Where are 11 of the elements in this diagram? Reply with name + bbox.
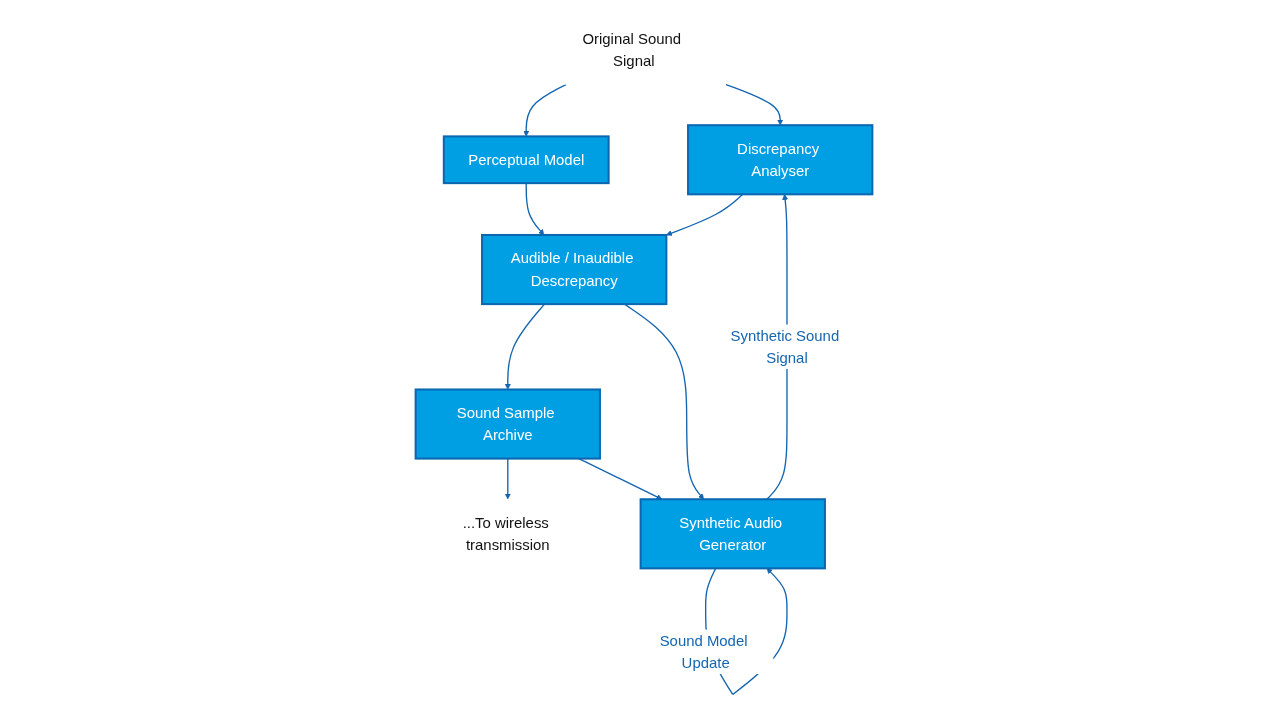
arrow <box>523 83 567 137</box>
node-box: Sound Sample Archive <box>414 388 601 460</box>
edge-label: Sound Model Update <box>659 632 748 672</box>
node-box: Discrepancy Analyser <box>687 124 874 196</box>
node-box: Audible / Inaudible Descrepancy <box>481 233 668 306</box>
node-text: Original Sound Signal <box>582 30 682 70</box>
node-box: Perceptual Model <box>442 135 610 185</box>
node-box: Synthetic Audio Generator <box>639 498 826 570</box>
arrow <box>725 83 784 126</box>
edge-label: Synthetic Sound Signal <box>730 327 840 367</box>
node-text: ...To wireless transmission <box>462 514 550 554</box>
